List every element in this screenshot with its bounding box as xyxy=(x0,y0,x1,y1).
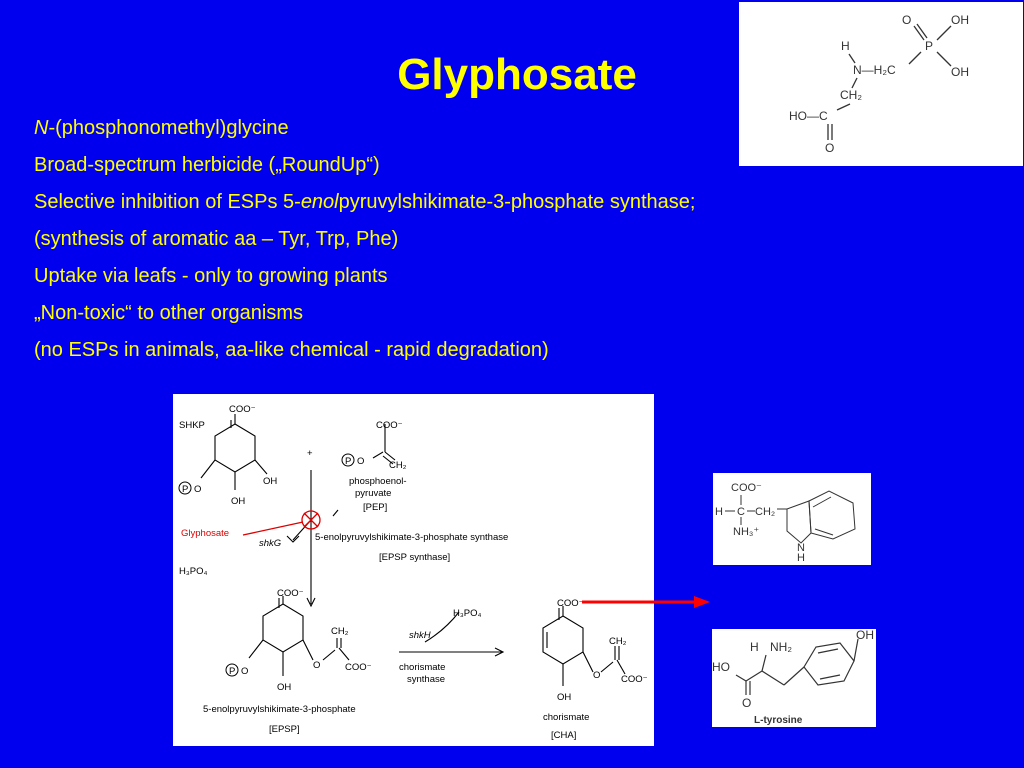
svg-text:[EPSP synthase]: [EPSP synthase] xyxy=(379,552,450,563)
glyphosate-label: Glyphosate xyxy=(181,528,229,539)
atom-label: OH xyxy=(951,65,969,79)
tryptophan-structure-image: COO⁻ H C CH₂ NH₃⁺ N H xyxy=(713,473,871,565)
svg-text:shkH: shkH xyxy=(409,630,431,641)
bullet-item: Uptake via leafs - only to growing plant… xyxy=(34,265,388,287)
svg-text:O: O xyxy=(313,660,320,671)
phosphate-badge: P xyxy=(345,456,351,467)
svg-text:H: H xyxy=(750,640,759,654)
svg-text:OH: OH xyxy=(557,692,571,703)
red-arrow xyxy=(582,596,710,608)
svg-text:NH₂: NH₂ xyxy=(770,640,792,654)
svg-text:pyruvate: pyruvate xyxy=(355,488,391,499)
svg-text:5-enolpyruvylshikimate-3-phosp: 5-enolpyruvylshikimate-3-phosphate xyxy=(203,704,356,715)
svg-text:COO⁻: COO⁻ xyxy=(345,662,372,673)
shikimate-pathway-scheme: SHKP COO⁻ P O OH OH + COO⁻ P O CH₂ phosp… xyxy=(173,394,654,746)
svg-text:[PEP]: [PEP] xyxy=(363,502,387,513)
svg-text:chorismate: chorismate xyxy=(399,662,445,673)
svg-text:C: C xyxy=(737,506,745,518)
svg-text:CH₂: CH₂ xyxy=(331,626,349,637)
atom-label: N—H₂C xyxy=(853,63,896,77)
svg-text:CH₂: CH₂ xyxy=(609,636,627,647)
svg-text:H₃PO₄: H₃PO₄ xyxy=(179,566,207,577)
svg-text:phosphoenol-: phosphoenol- xyxy=(349,476,407,487)
svg-text:+: + xyxy=(307,448,313,459)
svg-text:O: O xyxy=(742,696,751,710)
atom-label: CH₂ xyxy=(840,88,862,102)
svg-text:[EPSP]: [EPSP] xyxy=(269,724,300,735)
svg-text:COO⁻: COO⁻ xyxy=(376,420,403,431)
svg-text:O: O xyxy=(194,484,201,495)
pathway-label: SHKP xyxy=(179,420,205,431)
svg-text:N: N xyxy=(797,542,805,554)
svg-text:COO⁻: COO⁻ xyxy=(621,674,648,685)
svg-text:OH: OH xyxy=(231,496,245,507)
atom-label: P xyxy=(925,39,933,53)
svg-text:O: O xyxy=(357,456,364,467)
svg-text:[CHA]: [CHA] xyxy=(551,730,576,741)
svg-text:OH: OH xyxy=(263,476,277,487)
tyrosine-label: L-tyrosine xyxy=(754,715,803,726)
svg-text:OH: OH xyxy=(277,682,291,693)
bullet-item: „Non-toxic“ to other organisms xyxy=(34,302,303,324)
atom-label: O xyxy=(902,13,911,27)
svg-text:CH₂: CH₂ xyxy=(755,506,775,518)
glyphosate-structure-image: O OH P OH H N—H₂C CH₂ HO—C O xyxy=(739,2,1023,166)
svg-text:COO⁻: COO⁻ xyxy=(731,482,762,494)
svg-text:NH₃⁺: NH₃⁺ xyxy=(733,526,759,538)
svg-text:O: O xyxy=(593,670,600,681)
bullet-item: (no ESPs in animals, aa-like chemical - … xyxy=(34,339,549,361)
phosphate-badge: P xyxy=(229,666,235,677)
bullet-item: (synthesis of aromatic aa – Tyr, Trp, Ph… xyxy=(34,228,399,250)
atom-label: O xyxy=(825,141,834,155)
bullet-list: N-(phosphonomethyl)glycine Broad-spectru… xyxy=(34,110,695,369)
svg-text:COO⁻: COO⁻ xyxy=(277,588,304,599)
svg-text:H₃PO₄: H₃PO₄ xyxy=(453,608,481,619)
atom-label: OH xyxy=(951,13,969,27)
svg-text:H: H xyxy=(797,552,805,564)
bullet-item: Selective inhibition of ESPs 5-enolpyruv… xyxy=(34,191,696,213)
svg-text:5-enolpyruvylshikimate-3-phosp: 5-enolpyruvylshikimate-3-phosphate synth… xyxy=(315,532,508,543)
bullet-item: N-(phosphonomethyl)glycine xyxy=(34,117,289,139)
pathway-label: COO⁻ xyxy=(229,404,256,415)
slide-title: Glyphosate xyxy=(397,50,637,99)
svg-text:H: H xyxy=(715,506,723,518)
atom-label: H xyxy=(841,39,850,53)
svg-text:COO⁻: COO⁻ xyxy=(557,598,584,609)
svg-text:chorismate: chorismate xyxy=(543,712,589,723)
svg-text:shkG: shkG xyxy=(259,538,281,549)
atom-label: HO—C xyxy=(789,109,828,123)
tyrosine-structure-image: OH H NH₂ HO O L-tyrosine xyxy=(712,629,876,727)
svg-text:synthase: synthase xyxy=(407,674,445,685)
bullet-item: Broad-spectrum herbicide („RoundUp“) xyxy=(34,154,380,176)
svg-text:CH₂: CH₂ xyxy=(389,460,407,471)
svg-text:HO: HO xyxy=(712,660,730,674)
svg-text:O: O xyxy=(241,666,248,677)
svg-text:OH: OH xyxy=(856,629,874,642)
phosphate-badge: P xyxy=(182,484,188,495)
